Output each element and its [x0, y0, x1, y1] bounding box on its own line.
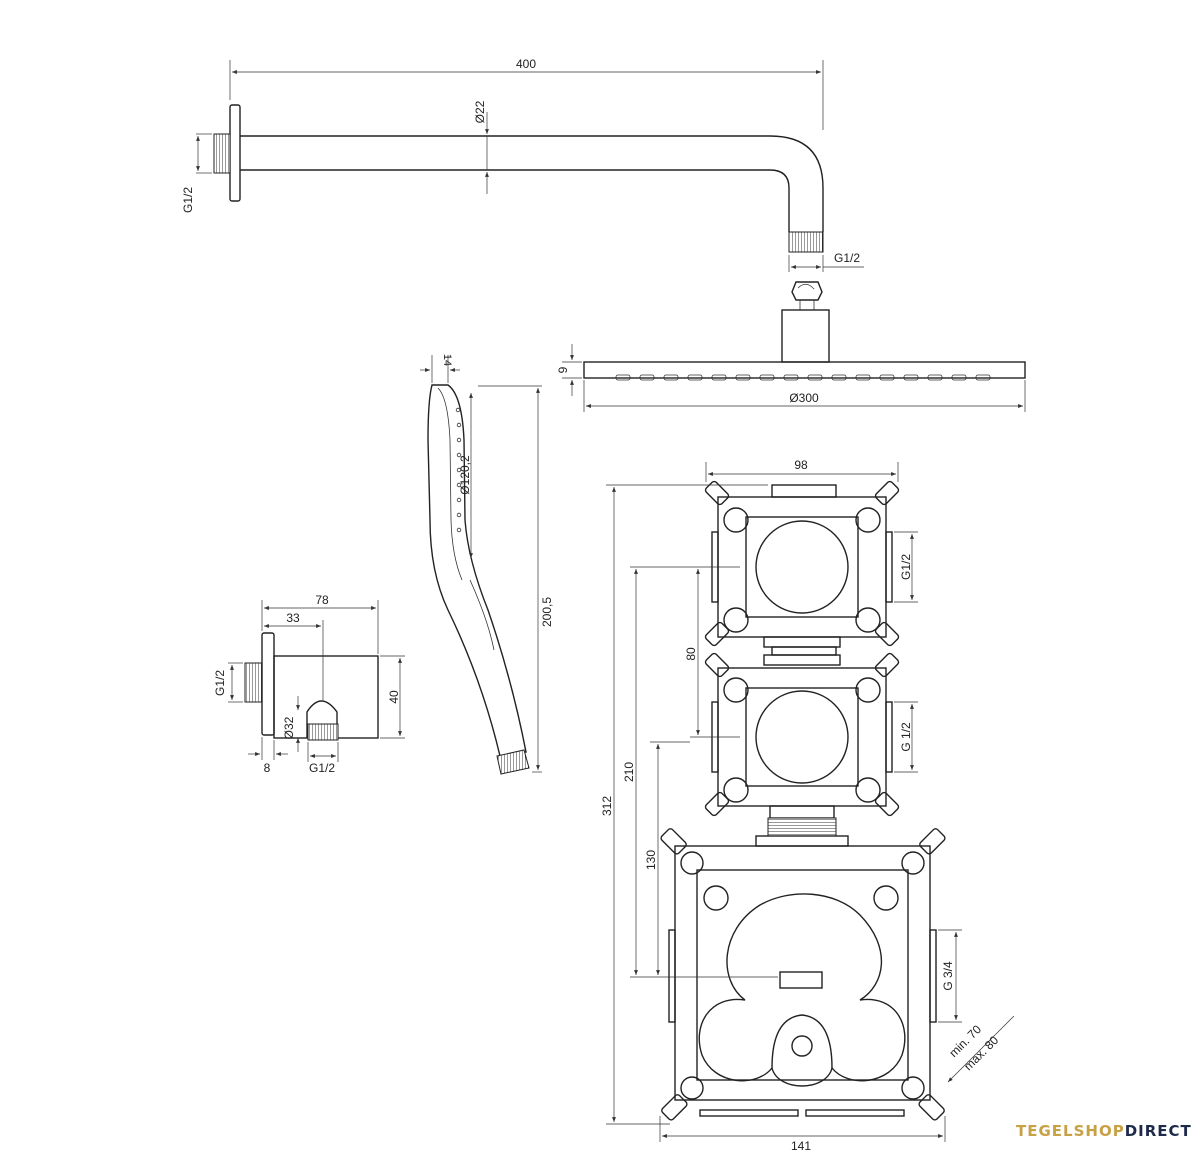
elbow-flange-label: 8: [264, 761, 271, 775]
brand-logo: TEGELSHOPDIRECT: [1016, 1122, 1192, 1140]
wall-elbow: [244, 632, 379, 741]
elbow-height-label: 40: [387, 690, 401, 704]
total-height-label: 312: [600, 796, 614, 816]
arm-dimensions: 400 Ø22 G1/2 G1/2: [181, 57, 864, 272]
handset-length-label: 200,5: [540, 597, 554, 627]
upper-thread-label: G1/2: [899, 554, 913, 580]
head-dimensions: 9 Ø300: [556, 344, 1026, 412]
box-width-bottom-label: 141: [791, 1139, 811, 1153]
arm-outlet-thread-label: G1/2: [834, 251, 860, 265]
handset-top-label: 14: [441, 354, 453, 366]
hand-shower: [427, 384, 530, 775]
arm-length-label: 400: [516, 57, 536, 71]
brand-part-2: DIRECT: [1124, 1122, 1192, 1140]
elbow-total-label: 78: [315, 593, 329, 607]
elbow-thread-left-label: G1/2: [213, 670, 227, 696]
middle-valve-box: [704, 652, 900, 847]
hand-nozzles: [455, 407, 462, 533]
rain-shower-head: [583, 281, 1026, 381]
elbow-diameter-label: Ø32: [282, 716, 296, 739]
elbow-outlet-thread-label: G1/2: [309, 761, 335, 775]
head-diameter-label: Ø300: [789, 391, 819, 405]
height-130-label: 130: [644, 850, 658, 870]
thermostat-box: [660, 828, 946, 1121]
upper-valve-box: [704, 480, 900, 666]
elbow-offset-label: 33: [286, 611, 300, 625]
bottom-thread-label: G 3/4: [941, 961, 955, 991]
shower-arm: [213, 104, 824, 253]
brand-part-1: TEGELSHOP: [1016, 1122, 1125, 1140]
elbow-dimensions: 78 33 G1/2 40 Ø32 8 G1/2: [213, 593, 405, 775]
middle-thread-label: G 1/2: [899, 722, 913, 752]
wall-thread-label: G1/2: [181, 187, 195, 213]
height-210-label: 210: [622, 762, 636, 782]
nozzle-row: [615, 374, 991, 381]
spacing-label: 80: [684, 647, 698, 661]
box-width-top-label: 98: [794, 458, 808, 472]
head-height-label: 9: [556, 366, 570, 373]
handset-head-diameter-label: Ø120,2: [458, 455, 472, 495]
hand-shower-dimensions: 14 Ø120,2 200,5: [420, 354, 554, 773]
arm-diameter-label: Ø22: [473, 100, 487, 123]
